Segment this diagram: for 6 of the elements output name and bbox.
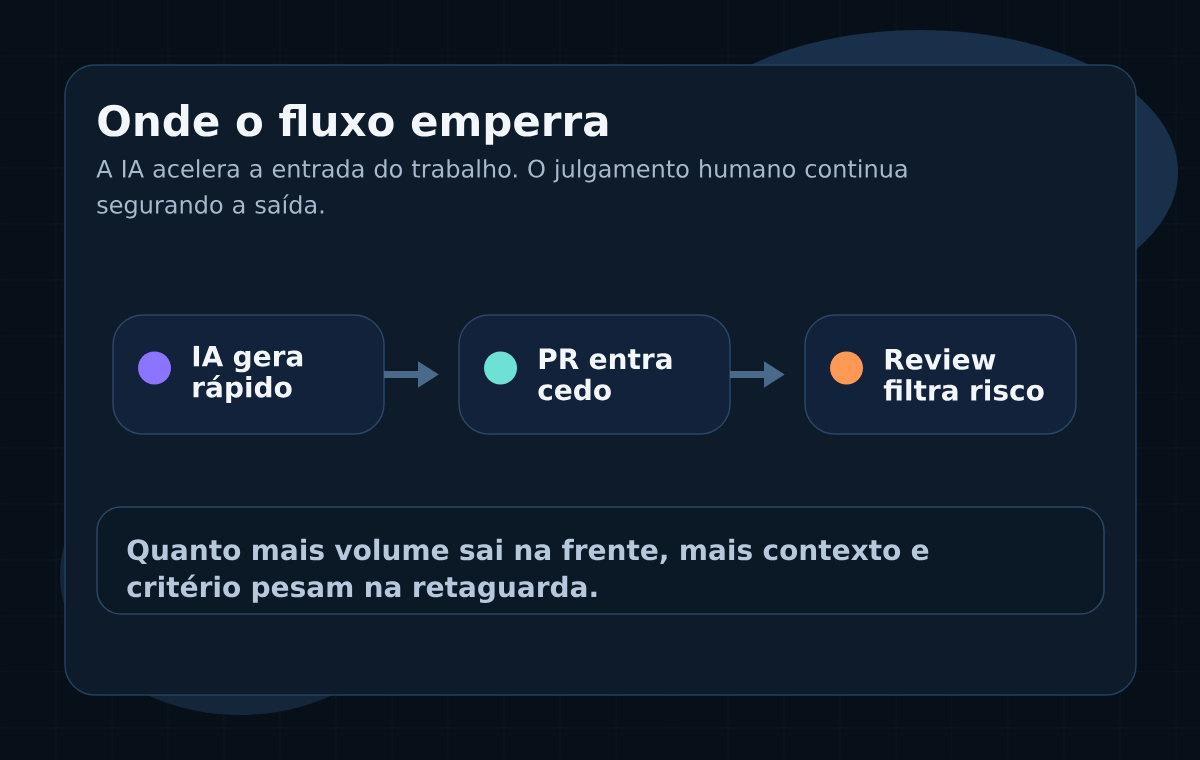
subtitle: A IA acelera a entrada do trabalho. O julgamento humano continua segurando a saída. xyxy=(96,159,907,219)
step-label: IA gera rápido xyxy=(193,345,303,404)
note-text: Quanto mais volume sai na frente, mais contexto e critério pesam na retaguarda. xyxy=(127,538,929,603)
title: Onde o fluxo emperra xyxy=(98,104,608,145)
step-label: Review filtra risco xyxy=(883,348,1044,401)
step-label: PR entra cedo xyxy=(538,348,672,401)
